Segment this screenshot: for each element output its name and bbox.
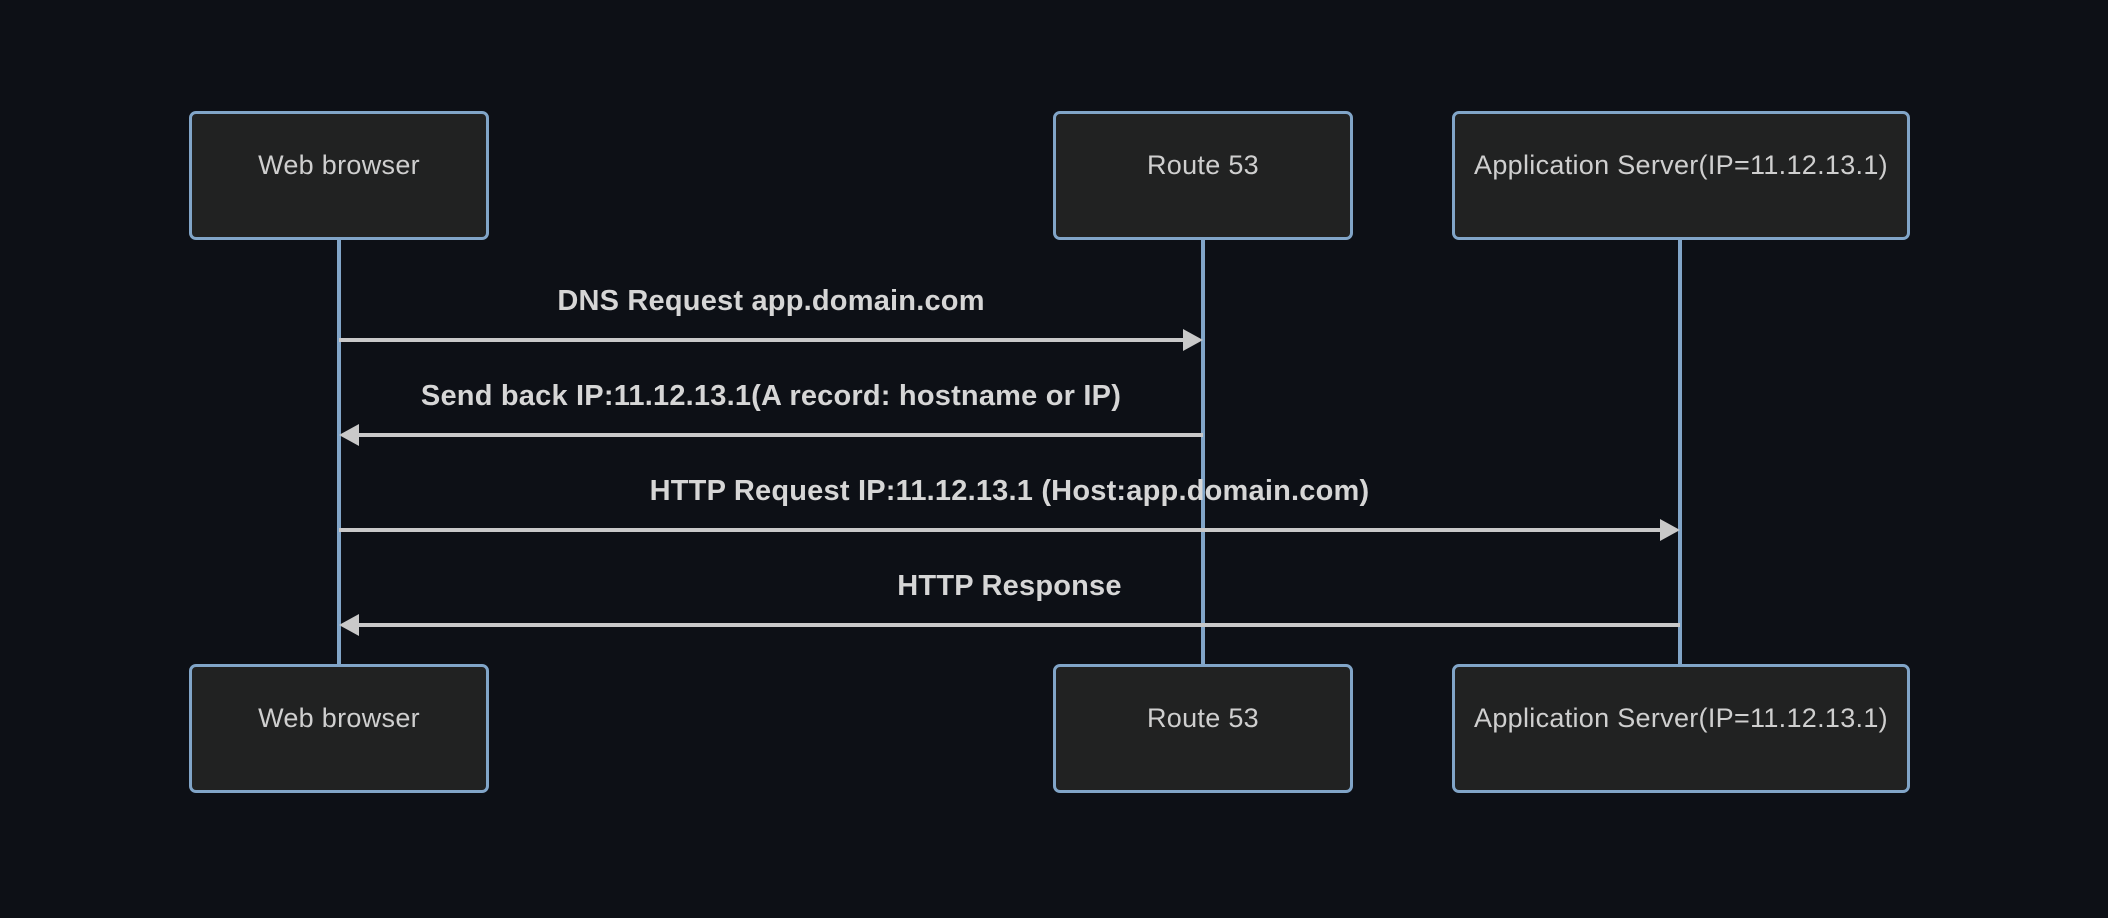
actor-label: Route 53 [1147, 150, 1259, 180]
message-2-line [357, 433, 1203, 437]
message-1-line [339, 338, 1185, 342]
message-4-line [357, 623, 1680, 627]
actor-label: Route 53 [1147, 703, 1259, 733]
message-2-arrowhead-left-icon [339, 424, 359, 446]
message-3-label: HTTP Request IP:11.12.13.1 (Host:app.dom… [649, 475, 1370, 507]
lifeline-application-server [1678, 240, 1682, 664]
actor-label: Web browser [258, 150, 420, 180]
actor-label: Application Server(IP=11.12.13.1) [1474, 150, 1888, 180]
message-1-label: DNS Request app.domain.com [557, 285, 985, 317]
actor-web-browser-bottom: Web browser [189, 664, 489, 793]
actor-label: Application Server(IP=11.12.13.1) [1474, 703, 1888, 733]
message-1-arrowhead-right-icon [1183, 329, 1203, 351]
actor-web-browser-top: Web browser [189, 111, 489, 240]
message-4-label: HTTP Response [897, 570, 1122, 602]
message-2-label: Send back IP:11.12.13.1(A record: hostna… [420, 380, 1122, 412]
message-4-arrowhead-left-icon [339, 614, 359, 636]
actor-application-server-bottom: Application Server(IP=11.12.13.1) [1452, 664, 1910, 793]
message-3-arrowhead-right-icon [1660, 519, 1680, 541]
lifeline-route-53 [1201, 240, 1205, 664]
actor-route-53-bottom: Route 53 [1053, 664, 1353, 793]
lifeline-web-browser [337, 240, 341, 664]
actor-route-53-top: Route 53 [1053, 111, 1353, 240]
actor-application-server-top: Application Server(IP=11.12.13.1) [1452, 111, 1910, 240]
actor-label: Web browser [258, 703, 420, 733]
message-3-line [339, 528, 1662, 532]
